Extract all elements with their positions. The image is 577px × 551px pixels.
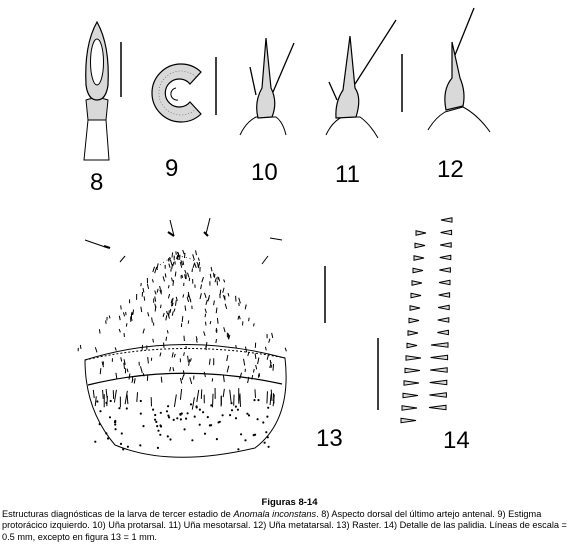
raster-drawing bbox=[77, 217, 287, 458]
caption-title: Figuras 8-14 bbox=[261, 497, 318, 508]
metatarsal-claw-drawing bbox=[427, 7, 491, 133]
figure-plate bbox=[77, 7, 491, 458]
figure-number-13: 13 bbox=[316, 425, 343, 452]
figure-number-10: 10 bbox=[251, 159, 278, 186]
figure-number-14: 14 bbox=[443, 427, 470, 454]
caption-species-name: Anomala inconstans bbox=[233, 508, 317, 519]
caption-text-end: . 8) Aspecto dorsal del último artejo an… bbox=[2, 508, 567, 542]
figure-caption: Figuras 8-14 Estructuras diagnósticas de… bbox=[2, 497, 577, 543]
palidia-drawing bbox=[400, 217, 453, 424]
figure-number-9: 9 bbox=[165, 155, 179, 182]
figure-number-12: 12 bbox=[437, 156, 464, 183]
caption-text-start: Estructuras diagnósticas de la larva de … bbox=[2, 508, 234, 519]
figure-number-11: 11 bbox=[335, 161, 360, 188]
antennal-segment-drawing bbox=[83, 20, 110, 161]
figure-number-8: 8 bbox=[90, 169, 104, 196]
mesotarsal-claw-drawing bbox=[325, 19, 397, 139]
caption-body: Estructuras diagnósticas de la larva de … bbox=[2, 509, 577, 544]
spiracle-drawing bbox=[151, 63, 202, 123]
protarsal-claw-drawing bbox=[239, 37, 295, 136]
